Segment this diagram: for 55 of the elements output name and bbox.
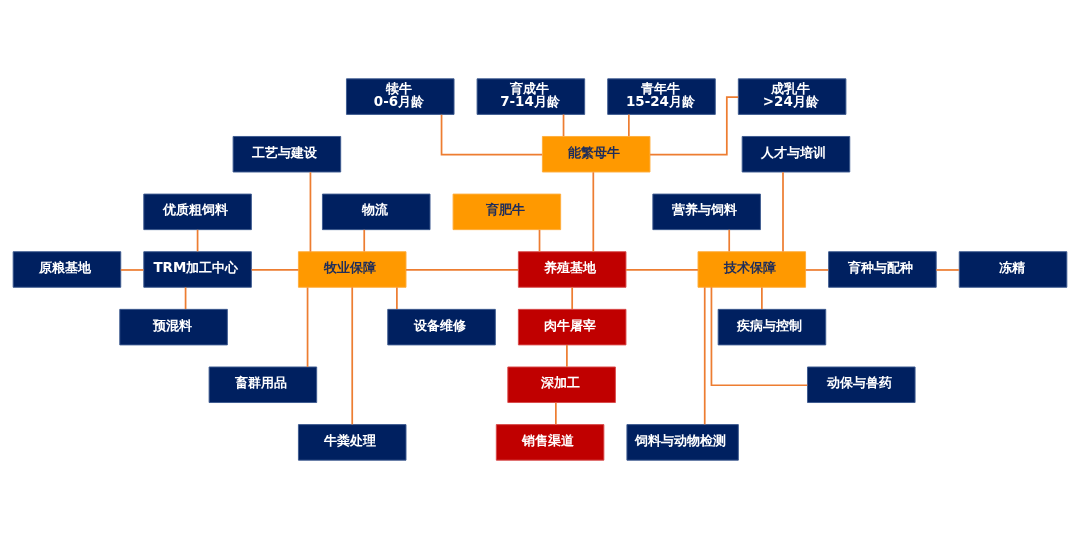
connector [405, 269, 520, 271]
node-box: 育成牛 7-14月龄 [476, 78, 586, 115]
node-box: 销售渠道 [495, 424, 605, 461]
node-box: 原粮基地 [12, 251, 122, 288]
connector [625, 269, 699, 271]
connector [782, 171, 784, 253]
node-box: 人才与培训 [741, 136, 851, 173]
connector [592, 171, 595, 253]
node-box: 工艺与建设 [232, 136, 342, 173]
connector [250, 269, 300, 271]
node-box: 深加工 [507, 366, 616, 403]
connector [396, 286, 398, 310]
connector [761, 286, 763, 310]
node-box: 技术保障 [697, 251, 807, 288]
node-box: 养殖基地 [517, 251, 627, 288]
connector [184, 286, 187, 310]
connector [538, 228, 541, 253]
node-box: 设备维修 [387, 308, 496, 346]
connector [628, 113, 630, 137]
connector [562, 113, 565, 137]
node-box: 优质粗饲料 [143, 193, 252, 231]
node-box: 育肥牛 [452, 193, 562, 231]
connector [649, 96, 740, 156]
node-box: TRM加工中心 [143, 251, 252, 288]
node-box: 牧业保障 [297, 251, 407, 288]
connector [119, 269, 145, 271]
node-box: 成乳牛 >24月龄 [737, 78, 847, 115]
node-box: 冻精 [958, 251, 1068, 288]
connector [440, 113, 543, 156]
connector [306, 286, 309, 368]
node-box: 疾病与控制 [717, 308, 827, 346]
connector [309, 171, 312, 253]
node-box: 物流 [321, 193, 431, 231]
connector [703, 286, 706, 426]
connector [804, 269, 830, 271]
connector [728, 228, 731, 253]
node-box: 营养与饲料 [652, 193, 761, 231]
node-box: 育种与配种 [828, 251, 937, 288]
node-box: 畜群用品 [208, 366, 318, 403]
connector [363, 228, 366, 253]
node-box: 能繁母牛 [541, 136, 651, 173]
node-box: 牛粪处理 [297, 424, 407, 461]
connector [196, 228, 199, 253]
connector [555, 401, 557, 426]
node-box: 预混料 [119, 308, 228, 346]
connector [935, 269, 960, 271]
node-box: 动保与兽药 [807, 366, 916, 403]
node-box: 青年牛 15-24月龄 [607, 78, 716, 115]
connector [351, 286, 354, 426]
node-box: 饲料与动物检测 [626, 424, 739, 461]
node-box: 犊牛 0-6月龄 [345, 78, 455, 115]
connector [566, 344, 568, 368]
connector [710, 286, 809, 387]
node-box: 肉牛屠宰 [517, 308, 627, 346]
connector [571, 286, 574, 310]
